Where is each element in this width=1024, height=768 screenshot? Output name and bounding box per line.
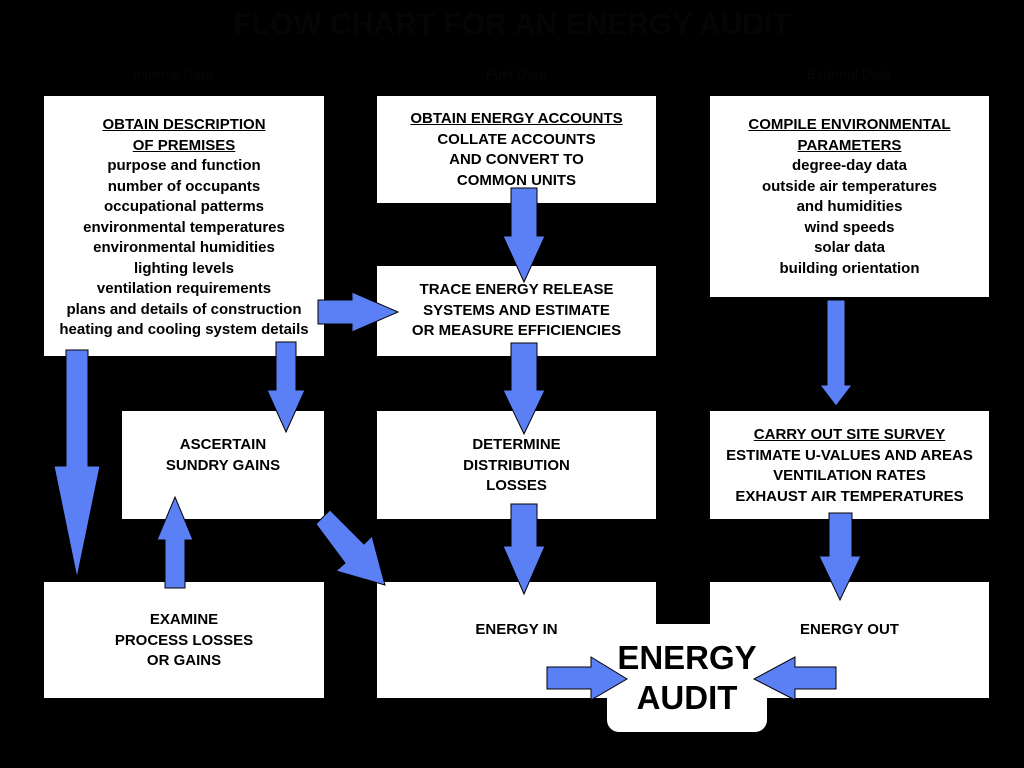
arrow-process-to-sundry	[156, 495, 194, 589]
box-line: OR MEASURE EFFICIENCIES	[411, 322, 622, 340]
arrow-distribution-to-energy-in	[502, 503, 546, 596]
box-line: VENTILATION RATES	[773, 467, 926, 484]
arrow-survey-to-energy-out	[818, 512, 862, 602]
box-line: AND CONVERT TO	[449, 151, 584, 168]
box-line: environmental temperatures	[83, 218, 285, 236]
box-line: lighting levels	[133, 259, 235, 277]
box-line: ENERGY	[617, 639, 757, 676]
column-header-fuel: Fuel Data	[485, 66, 547, 82]
box-examine-process-losses: EXAMINE PROCESS LOSSES OR GAINS	[44, 582, 324, 698]
arrow-accounts-to-trace	[502, 187, 546, 284]
box-line: solar data	[814, 239, 885, 256]
arrow-energy-out-to-audit	[752, 656, 837, 701]
box-heading: OBTAIN ENERGY ACCOUNTS	[410, 110, 623, 127]
box-line: environmental humidities	[93, 239, 275, 256]
box-line: OR GAINS	[146, 652, 222, 669]
box-line: degree-day data	[791, 157, 908, 174]
box-heading: PARAMETERS	[797, 136, 902, 154]
box-energy-audit: ENERGY AUDIT	[607, 624, 767, 732]
box-line: wind speeds	[804, 218, 895, 236]
box-obtain-premises: OBTAIN DESCRIPTION OF PREMISES purpose a…	[44, 96, 324, 356]
column-header-internal: Internal Data	[132, 66, 214, 82]
box-line: AUDIT	[636, 679, 738, 716]
box-line: ventilation requirements	[96, 280, 272, 297]
box-line: purpose and function	[107, 157, 261, 174]
box-compile-environmental: COMPILE ENVIRONMENTAL PARAMETERS degree-…	[710, 96, 989, 297]
box-determine-distribution-losses: DETERMINE DISTRIBUTION LOSSES	[377, 411, 656, 519]
box-heading: OF PREMISES	[132, 136, 236, 154]
box-line: EXAMINE	[149, 611, 219, 628]
arrow-environmental-to-survey	[818, 299, 854, 407]
box-heading: COMPILE ENVIRONMENTAL	[748, 116, 951, 133]
box-line: PROCESS LOSSES	[114, 631, 254, 649]
box-line: COLLATE ACCOUNTS	[437, 130, 596, 148]
arrow-sundry-to-energy-in	[315, 509, 386, 586]
box-line: SYSTEMS AND ESTIMATE	[423, 301, 610, 319]
box-line: occupational patterms	[103, 198, 265, 215]
box-line: LOSSES	[486, 477, 547, 494]
box-line: building orientation	[779, 259, 920, 277]
box-heading: OBTAIN DESCRIPTION	[102, 116, 266, 133]
arrow-premises-to-sundry	[266, 341, 306, 434]
box-line: heating and cooling system details	[59, 321, 309, 338]
box-line: number of occupants	[107, 177, 261, 195]
box-ascertain-sundry-gains: ASCERTAIN SUNDRY GAINS	[122, 411, 324, 519]
box-line: DETERMINE	[472, 436, 561, 453]
page-title: FLOW CHART FOR AN ENERGY AUDIT	[233, 8, 791, 41]
box-line: ENERGY OUT	[800, 621, 899, 638]
arrow-energy-in-to-audit	[546, 656, 628, 701]
box-line: ASCERTAIN	[179, 436, 267, 453]
box-line: ENERGY IN	[475, 621, 558, 638]
box-trace-energy-release: TRACE ENERGY RELEASE SYSTEMS AND ESTIMAT…	[377, 266, 656, 356]
box-line: COMMON UNITS	[456, 171, 577, 189]
box-line: SUNDRY GAINS	[165, 456, 281, 474]
box-line: outside air temperatures	[761, 177, 938, 195]
box-line: plans and details of construction	[66, 300, 302, 318]
arrow-premises-to-trace	[317, 291, 400, 333]
box-obtain-energy-accounts: OBTAIN ENERGY ACCOUNTS COLLATE ACCOUNTS …	[377, 96, 656, 203]
column-header-external: External Data	[806, 66, 892, 82]
box-line: EXHAUST AIR TEMPERATURES	[735, 487, 964, 505]
box-line: DISTRIBUTION	[463, 456, 570, 474]
arrow-premises-to-process	[53, 349, 101, 579]
box-heading: CARRY OUT SITE SURVEY	[753, 426, 946, 443]
box-site-survey: CARRY OUT SITE SURVEY ESTIMATE U-VALUES …	[710, 411, 989, 519]
arrow-trace-to-distribution	[502, 342, 546, 436]
box-line: and humidities	[796, 198, 903, 215]
box-line: TRACE ENERGY RELEASE	[419, 281, 614, 299]
box-line: ESTIMATE U-VALUES AND AREAS	[726, 446, 973, 464]
